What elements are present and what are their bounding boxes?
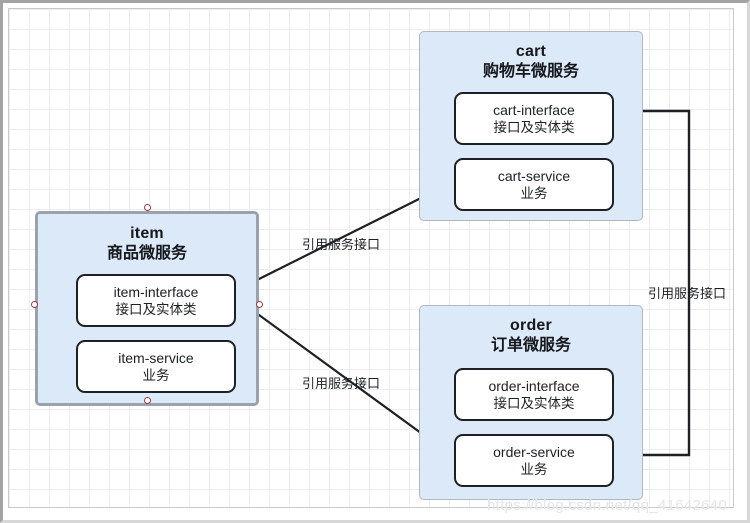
service-title-cart: cart 购物车微服务: [420, 42, 642, 82]
edge-label-item-to-cart[interactable]: 引用服务接口: [302, 237, 381, 252]
module-order-service[interactable]: order-service 业务: [454, 434, 614, 487]
selection-handle-right[interactable]: [256, 301, 263, 308]
module-name-en: item-service: [118, 349, 194, 366]
service-title-cn: 订单微服务: [490, 337, 571, 354]
module-name-en: item-interface: [113, 283, 199, 300]
selection-handle-top[interactable]: [144, 204, 151, 211]
service-title-item: item 商品微服务: [38, 224, 256, 264]
service-title-en: cart: [515, 43, 547, 60]
module-name-cn: 接口及实体类: [493, 395, 575, 411]
service-title-cn: 购物车微服务: [482, 63, 579, 80]
edge-label-cart-to-order[interactable]: 引用服务接口: [648, 286, 727, 301]
module-name-cn: 接口及实体类: [115, 301, 197, 317]
module-name-cn: 接口及实体类: [493, 119, 575, 135]
service-box-cart[interactable]: cart 购物车微服务 cart-interface 接口及实体类 cart-s…: [419, 31, 643, 221]
module-order-interface[interactable]: order-interface 接口及实体类: [454, 368, 614, 421]
module-name-cn: 业务: [142, 367, 170, 383]
module-item-interface[interactable]: item-interface 接口及实体类: [76, 274, 236, 327]
service-title-en: item: [130, 225, 164, 242]
edge-label-item-to-order[interactable]: 引用服务接口: [302, 376, 381, 391]
service-box-order[interactable]: order 订单微服务 order-interface 接口及实体类 order…: [419, 305, 643, 500]
watermark: https://blog.csdn.net/qq_41642640: [487, 497, 728, 514]
selection-handle-bottom[interactable]: [144, 397, 151, 404]
module-name-en: order-interface: [488, 377, 580, 394]
module-item-service[interactable]: item-service 业务: [76, 340, 236, 393]
selection-handle-left[interactable]: [31, 301, 38, 308]
module-name-cn: 业务: [520, 461, 548, 477]
service-title-en: order: [510, 317, 552, 334]
service-box-item[interactable]: item 商品微服务 item-interface 接口及实体类 item-se…: [35, 211, 259, 406]
module-name-en: cart-interface: [493, 101, 575, 118]
module-name-en: order-service: [493, 443, 575, 460]
module-name-cn: 业务: [520, 185, 548, 201]
service-title-order: order 订单微服务: [420, 316, 642, 356]
service-title-cn: 商品微服务: [106, 245, 187, 262]
module-cart-interface[interactable]: cart-interface 接口及实体类: [454, 92, 614, 145]
module-name-en: cart-service: [497, 167, 571, 184]
diagram-canvas[interactable]: item 商品微服务 item-interface 接口及实体类 item-se…: [8, 8, 734, 508]
module-cart-service[interactable]: cart-service 业务: [454, 158, 614, 211]
